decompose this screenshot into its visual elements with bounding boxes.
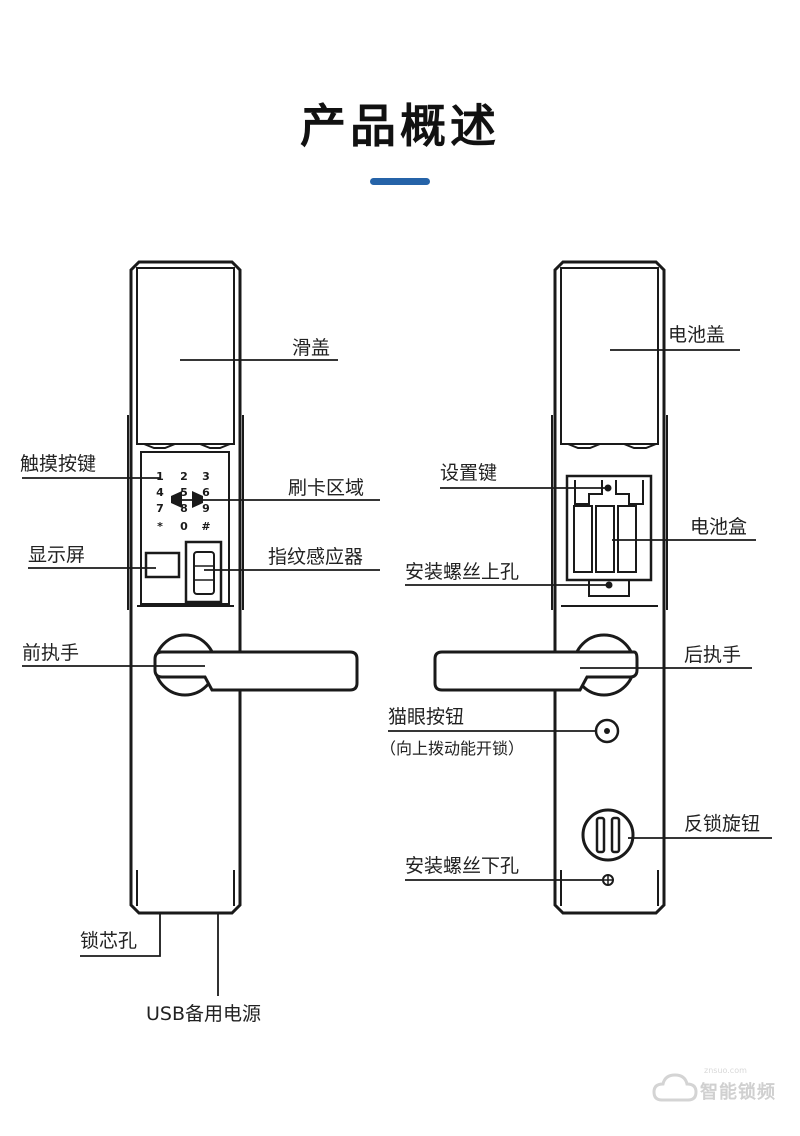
label-peephole-note: （向上拨动能开锁） bbox=[380, 739, 525, 758]
label-anti-lock-knob: 反锁旋钮 bbox=[684, 813, 761, 835]
label-fingerprint: 指纹感应器 bbox=[268, 546, 364, 568]
label-touch-keys: 触摸按键 bbox=[20, 453, 97, 475]
label-rear-handle: 后执手 bbox=[684, 644, 742, 666]
keypad-digit: 9 bbox=[202, 502, 210, 515]
keypad-digit: # bbox=[201, 520, 210, 533]
keypad-digit: 3 bbox=[202, 470, 210, 483]
label-battery-cover: 电池盖 bbox=[668, 324, 726, 346]
label-peephole-button: 猫眼按钮 bbox=[388, 706, 465, 728]
label-card-area: 刷卡区域 bbox=[288, 477, 365, 499]
keypad-digit: 5 bbox=[180, 486, 188, 499]
cloud-icon bbox=[652, 1073, 698, 1102]
label-display: 显示屏 bbox=[28, 544, 86, 566]
leader-lines bbox=[22, 349, 772, 996]
label-settings-key: 设置键 bbox=[440, 462, 498, 484]
keypad-digit: 1 bbox=[156, 470, 164, 483]
keypad-digit: * bbox=[157, 520, 163, 533]
label-lock-cylinder-hole: 锁芯孔 bbox=[80, 930, 138, 952]
keypad-digit: 4 bbox=[156, 486, 164, 499]
label-upper-screw-hole: 安装螺丝上孔 bbox=[405, 561, 520, 583]
title-underline bbox=[370, 178, 430, 185]
label-lower-screw-hole: 安装螺丝下孔 bbox=[405, 855, 520, 877]
keypad-digit: 2 bbox=[180, 470, 188, 483]
back-panel bbox=[433, 260, 668, 915]
watermark-text: 智能锁频 bbox=[700, 1082, 776, 1103]
watermark-url: znsuo.com bbox=[704, 1066, 747, 1075]
label-front-handle: 前执手 bbox=[22, 642, 80, 664]
label-battery-box: 电池盒 bbox=[690, 516, 748, 538]
keypad-digit: 8 bbox=[180, 502, 188, 515]
card-symbol bbox=[171, 491, 203, 508]
front-panel bbox=[127, 260, 359, 915]
keypad-digit: 6 bbox=[202, 486, 210, 499]
page-title: 产品概述 bbox=[300, 99, 500, 153]
keypad-digit: 7 bbox=[156, 502, 164, 515]
keypad: 1 2 3 4 5 6 7 8 9 * 0 # bbox=[156, 470, 210, 533]
watermark: znsuo.com 智能锁频 bbox=[652, 1066, 780, 1110]
label-slide-cover: 滑盖 bbox=[292, 337, 331, 359]
keypad-digit: 0 bbox=[180, 520, 188, 533]
label-usb-power: USB备用电源 bbox=[146, 1003, 262, 1025]
hole-markers bbox=[604, 484, 613, 589]
